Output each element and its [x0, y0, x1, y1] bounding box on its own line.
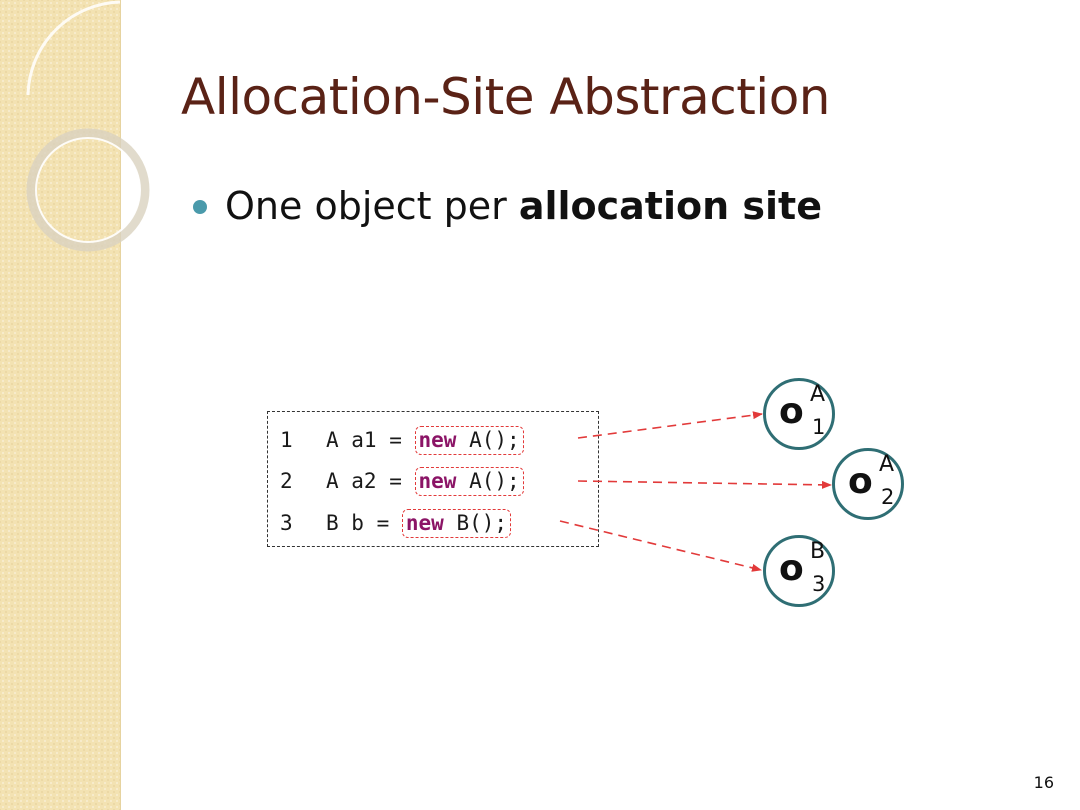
object-type: A — [810, 382, 826, 407]
bullet-text-prefix: One object per — [225, 184, 519, 228]
arrow-1 — [577, 411, 763, 439]
new-keyword: new — [418, 428, 457, 452]
object-type: B — [810, 539, 826, 564]
new-keyword: new — [418, 469, 457, 493]
line-number: 3 — [280, 511, 293, 535]
line-number: 1 — [280, 428, 293, 452]
code-text: B b = — [326, 511, 402, 535]
allocation-site-3: new B(); — [401, 509, 512, 538]
bullet-text-bold: allocation site — [518, 184, 822, 228]
new-keyword: new — [405, 511, 444, 535]
object-index: 1 — [812, 415, 826, 439]
object-index: 3 — [812, 572, 826, 596]
object-node-1: o A 1 — [763, 378, 835, 450]
code-text: A a2 = — [326, 469, 415, 493]
bullet-item: One object per allocation site — [193, 184, 822, 228]
bullet-text: One object per allocation site — [225, 184, 822, 228]
object-label: o — [779, 548, 804, 589]
object-type: A — [879, 452, 895, 477]
object-index: 2 — [881, 485, 895, 509]
code-line-1: 1 A a1 = new A(); — [280, 425, 524, 455]
line-number: 2 — [280, 469, 293, 493]
arrow-2 — [577, 480, 832, 489]
constructor-call: A(); — [456, 428, 520, 452]
object-label: o — [848, 461, 873, 502]
object-node-3: o B 3 — [763, 535, 835, 607]
allocation-site-1: new A(); — [414, 426, 524, 455]
object-node-2: o A 2 — [832, 448, 904, 520]
constructor-call: A(); — [456, 469, 520, 493]
code-text: A a1 = — [326, 428, 415, 452]
slide-title: Allocation-Site Abstraction — [181, 68, 830, 126]
arrow-3 — [559, 520, 762, 572]
page-number: 16 — [1033, 773, 1054, 792]
code-line-2: 2 A a2 = new A(); — [280, 466, 524, 496]
bullet-dot-icon — [193, 200, 207, 214]
allocation-site-2: new A(); — [414, 467, 524, 496]
code-line-3: 3 B b = new B(); — [280, 508, 512, 538]
object-label: o — [779, 391, 804, 432]
code-box — [267, 411, 599, 547]
decorative-rings — [26, 0, 150, 252]
constructor-call: B(); — [443, 511, 508, 535]
